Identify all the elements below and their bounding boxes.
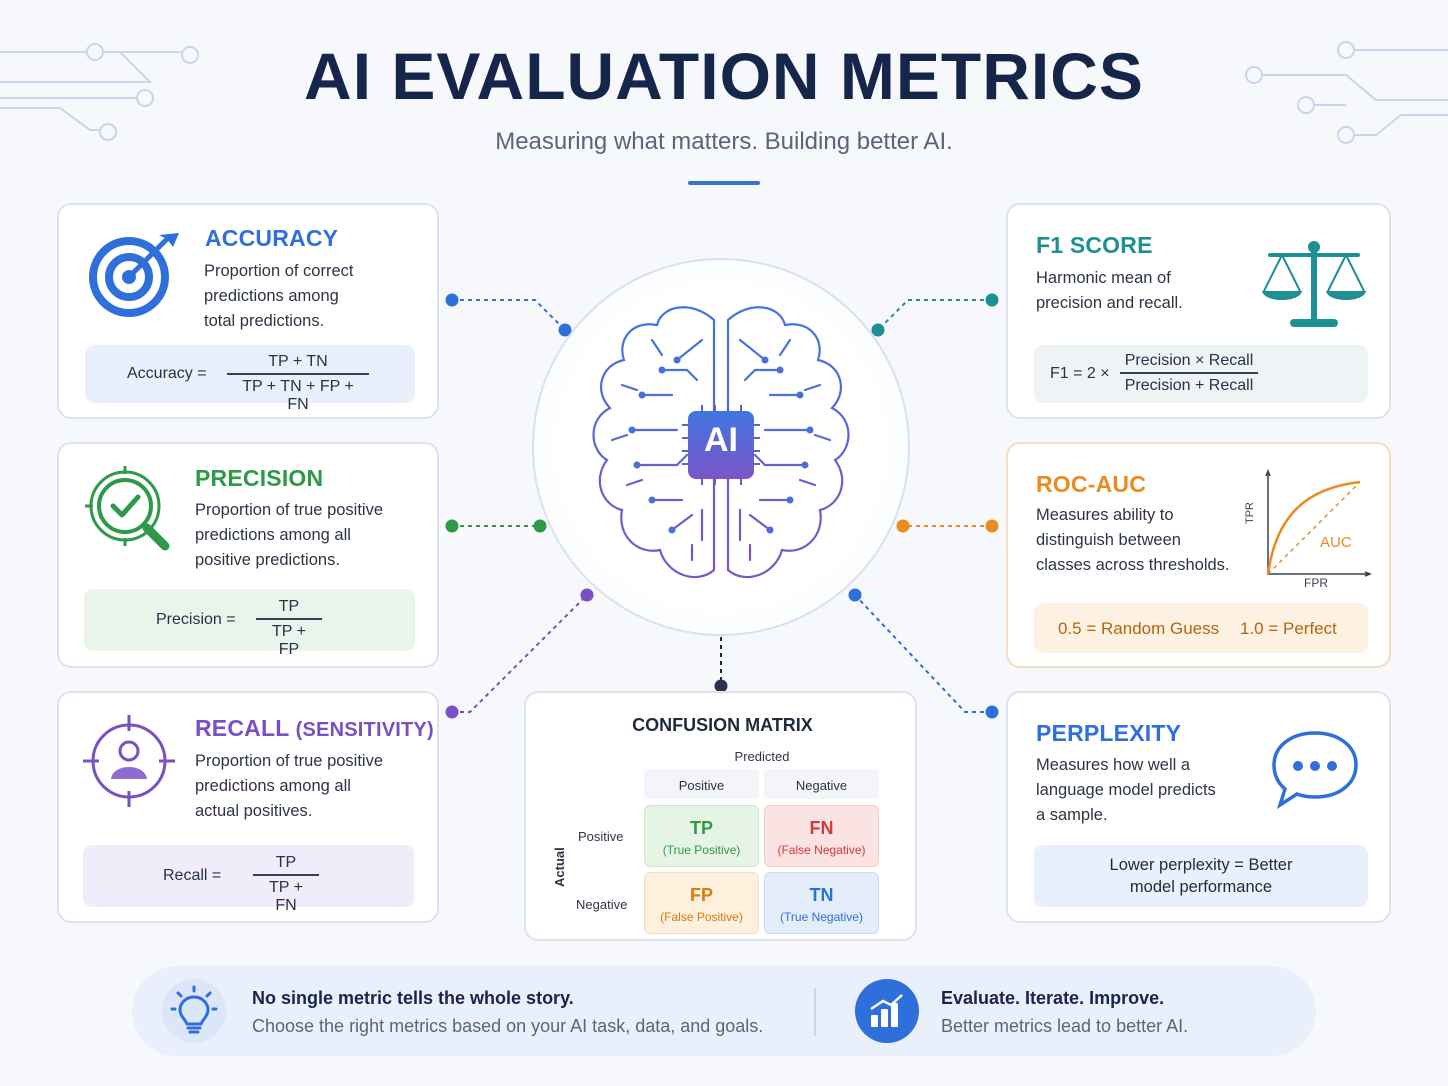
cm-cell-tn: TN (True Negative) xyxy=(764,872,879,934)
f1-description: Harmonic mean of precision and recall. xyxy=(1036,269,1183,312)
rocauc-title: ROC-AUC xyxy=(1036,471,1146,497)
perplexity-description: Measures how well a language model predi… xyxy=(1036,756,1216,824)
footer-divider xyxy=(814,988,816,1036)
perplexity-card: PERPLEXITY Measures how well a language … xyxy=(1006,691,1391,923)
cm-row-positive: Positive xyxy=(578,829,624,844)
cm-actual-label: Actual xyxy=(552,847,567,887)
rocauc-description: Measures ability to distinguish between … xyxy=(1036,506,1230,574)
recall-title: RECALL (SENSITIVITY) xyxy=(195,715,434,741)
target-icon xyxy=(87,227,181,321)
perplexity-note: Lower perplexity = Better model performa… xyxy=(1034,845,1368,907)
cm-col-positive: Positive xyxy=(678,778,725,793)
accuracy-formula: Accuracy = TP + TN TP + TN + FP + FN xyxy=(85,345,415,413)
recall-card: RECALL (SENSITIVITY) Proportion of true … xyxy=(57,691,439,923)
perplexity-title: PERPLEXITY xyxy=(1036,720,1182,746)
f1-formula: F1 = 2 × Precision × Recall Precision + … xyxy=(1034,345,1368,403)
precision-card: PRECISION Proportion of true positive pr… xyxy=(57,442,439,668)
recall-title-suffix: (SENSITIVITY) xyxy=(295,719,434,741)
accuracy-title: ACCURACY xyxy=(205,225,339,251)
bar-chart-icon xyxy=(855,979,919,1043)
accuracy-formula-label: Accuracy = xyxy=(127,365,207,382)
precision-fraction: TP TP + FP xyxy=(256,598,322,659)
accuracy-fraction: TP + TN TP + TN + FP + FN xyxy=(227,353,369,414)
cm-col-header-negative xyxy=(764,769,879,799)
page-title: AI EVALUATION METRICS xyxy=(304,39,1144,113)
cm-cell-tp: TP (True Positive) xyxy=(644,805,759,867)
lightbulb-icon xyxy=(162,979,226,1043)
cm-col-negative: Negative xyxy=(795,778,848,793)
page-subtitle: Measuring what matters. Building better … xyxy=(495,128,953,155)
cm-cell-fn: FN (False Negative) xyxy=(764,805,879,867)
f1-formula-label: F1 = 2 × xyxy=(1050,365,1110,382)
precision-description: Proportion of true positive predictions … xyxy=(195,501,384,569)
balance-scale-icon xyxy=(1260,239,1368,331)
user-target-icon xyxy=(83,715,175,807)
confusion-matrix-title: CONFUSION MATRIX xyxy=(632,715,813,735)
footer-left-text: Choose the right metrics based on your A… xyxy=(252,1016,764,1036)
footer-left-heading: No single metric tells the whole story. xyxy=(252,988,574,1008)
recall-fraction: TP TP + FN xyxy=(253,854,319,915)
recall-description: Proportion of true positive predictions … xyxy=(195,752,384,820)
cm-row-negative: Negative xyxy=(576,897,628,912)
recall-formula-label: Recall = xyxy=(163,867,222,884)
rocauc-note-random: 0.5 = Random Guess xyxy=(1058,619,1220,638)
footer-right-heading: Evaluate. Iterate. Improve. xyxy=(941,988,1165,1008)
ai-chip-label: AI xyxy=(704,421,738,459)
footer-banner xyxy=(132,966,1316,1056)
precision-formula: Precision = TP TP + FP xyxy=(84,589,415,658)
roc-auc-area-label: AUC xyxy=(1320,534,1352,551)
recall-formula: Recall = TP TP + FN xyxy=(83,845,414,914)
roc-x-axis-label: FPR xyxy=(1304,576,1328,590)
cm-predicted-label: Predicted xyxy=(734,749,790,764)
rocauc-note-perfect: 1.0 = Perfect xyxy=(1240,619,1337,638)
magnifier-check-icon xyxy=(85,466,175,556)
roc-curve-chart xyxy=(1265,468,1373,577)
rocauc-note: 0.5 = Random Guess 1.0 = Perfect xyxy=(1034,603,1368,653)
precision-title: PRECISION xyxy=(195,465,324,491)
circuit-decoration-right xyxy=(1245,41,1448,144)
f1-fraction: Precision × Recall Precision + Recall xyxy=(1120,352,1258,395)
perplexity-note-line2: model performance xyxy=(1129,878,1273,896)
confusion-matrix-card: CONFUSION MATRIX Predicted Positive Nega… xyxy=(524,691,917,941)
roc-y-axis-label: TPR xyxy=(1244,502,1256,524)
roc-auc-card: ROC-AUC Measures ability to distinguish … xyxy=(1006,442,1391,668)
circuit-decoration-left xyxy=(0,43,199,141)
cm-col-header-positive xyxy=(644,769,759,799)
f1-title: F1 SCORE xyxy=(1036,232,1153,258)
speech-bubble-icon xyxy=(1270,729,1360,809)
precision-formula-label: Precision = xyxy=(156,611,236,628)
brain-icon xyxy=(592,306,850,579)
perplexity-note-line1: Lower perplexity = Better xyxy=(1109,856,1293,874)
cm-cell-fp: FP (False Positive) xyxy=(644,872,759,934)
title-divider xyxy=(688,181,760,185)
f1-score-card: F1 SCORE Harmonic mean of precision and … xyxy=(1006,203,1391,419)
accuracy-card: ACCURACY Proportion of correct predictio… xyxy=(57,203,439,419)
accuracy-description: Proportion of correct predictions among … xyxy=(204,262,354,330)
footer-right-text: Better metrics lead to better AI. xyxy=(941,1016,1189,1036)
